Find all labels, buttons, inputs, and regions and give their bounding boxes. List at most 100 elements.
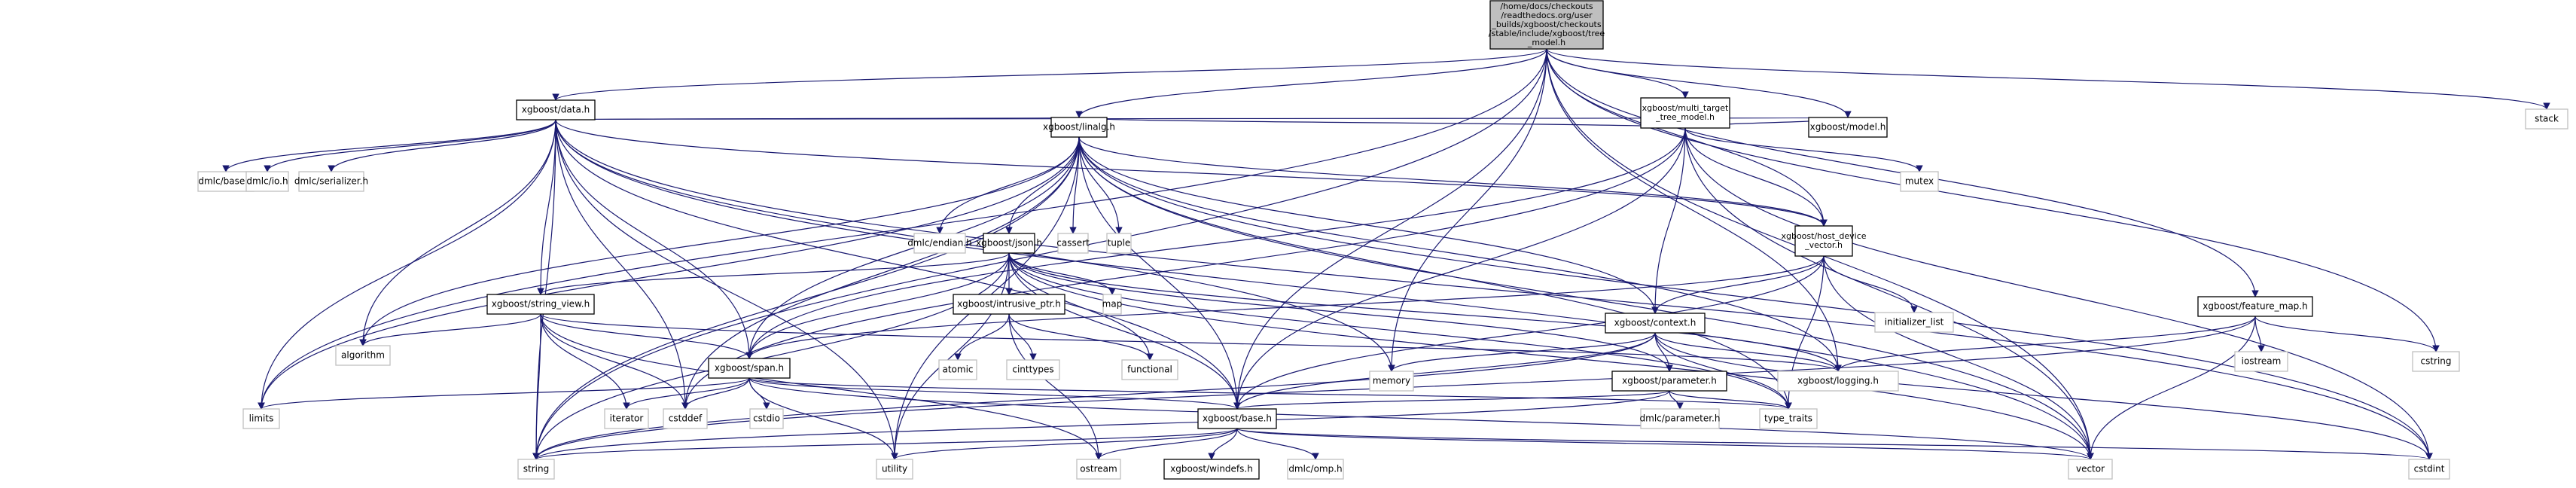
node-box [1808, 117, 1888, 138]
node-label: limits [249, 413, 274, 424]
node-featmap[interactable]: xgboost/feature_map.h [2197, 296, 2313, 317]
node-box [1076, 459, 1121, 480]
node-string: string [517, 459, 555, 480]
node-box [604, 408, 649, 429]
node-label: /home/docs/checkouts [1500, 2, 1593, 11]
node-label: dmlc/io.h [246, 176, 288, 187]
node-base[interactable]: xgboost/base.h [1197, 408, 1277, 429]
edge-context-to-memory [1388, 332, 1656, 372]
node-windefs[interactable]: xgboost/windefs.h [1163, 459, 1260, 480]
edge-root-to-stack [1546, 48, 2550, 110]
node-label: vector [2076, 464, 2105, 474]
edge-span-to-iterator [623, 377, 750, 410]
node-data[interactable]: xgboost/data.h [516, 99, 596, 120]
edge-param-to-base [1233, 390, 1670, 410]
edge-data-to-span [555, 119, 753, 359]
edge-json-to-vector [1008, 252, 2094, 460]
node-box [1605, 313, 1706, 334]
edge-json-to-span [745, 252, 1010, 359]
edge-base-to-string [532, 428, 1238, 460]
node-span[interactable]: xgboost/span.h [708, 358, 791, 379]
edge-json-to-param [1008, 252, 1673, 372]
edge-hdv-to-base [1233, 255, 1825, 410]
node-intr[interactable]: xgboost/intrusive_ptr.h [953, 294, 1065, 315]
edge-data-to-cstddef [555, 119, 689, 410]
edge-linalg-to-limits [258, 136, 1080, 410]
edge-hdv-to-initlist [1823, 255, 1918, 313]
node-label: xgboost/multi_target [1642, 103, 1729, 113]
node-strview[interactable]: xgboost/string_view.h [486, 294, 595, 315]
node-label: dmlc/endian.h [907, 238, 972, 249]
node-label: _model.h [1527, 38, 1565, 47]
edge-hdv-to-vector [1823, 255, 2094, 460]
edge-data-to-limits [258, 119, 556, 410]
node-param[interactable]: xgboost/parameter.h [1611, 371, 1727, 392]
node-box [2525, 108, 2568, 130]
edge-data-to-cstdint [555, 119, 2433, 460]
node-cstddef: cstddef [663, 408, 708, 429]
node-box [517, 459, 555, 480]
edge-linalg-to-algorithm [359, 136, 1080, 346]
node-label: mutex [1905, 176, 1934, 187]
node-context[interactable]: xgboost/context.h [1605, 313, 1706, 334]
node-iterator: iterator [604, 408, 649, 429]
node-box [1611, 371, 1727, 392]
edge-linalg-to-hdv [1078, 136, 1828, 227]
edge-data-to-model [555, 117, 1849, 125]
node-box [1900, 171, 1939, 192]
node-label: xgboost/base.h [1203, 413, 1272, 424]
node-tuple: tuple [1106, 233, 1132, 254]
edge-mttm-to-cstdint [1684, 127, 2433, 460]
edge-json-to-logging [1008, 252, 1842, 372]
node-box [1006, 359, 1060, 380]
node-model[interactable]: xgboost/model.h [1808, 117, 1888, 138]
node-linalg[interactable]: xgboost/linalg.h [1043, 117, 1115, 138]
node-label: dmlc/parameter.h [1640, 413, 1721, 424]
node-label: string [523, 464, 549, 474]
node-box [242, 408, 280, 429]
node-json[interactable]: xgboost/json.h [976, 233, 1042, 254]
node-box [1640, 408, 1720, 429]
edge-mttm-to-base [1233, 127, 1686, 410]
edge-root-to-model [1546, 48, 1852, 118]
node-dmlcser: dmlc/serializer.h [294, 171, 368, 192]
node-label: stack [2535, 114, 2559, 124]
node-box [1121, 359, 1178, 380]
edge-data-to-dmlcser [328, 119, 556, 172]
node-functional: functional [1121, 359, 1178, 380]
node-box [516, 99, 596, 120]
node-root[interactable]: /home/docs/checkouts/readthedocs.org/use… [1489, 0, 1605, 50]
node-label: cassert [1056, 238, 1090, 249]
node-hdv[interactable]: xgboost/host_device_vector.h [1781, 225, 1867, 257]
node-memory: memory [1369, 371, 1414, 392]
edge-data-to-dmlcio [264, 119, 556, 172]
node-label: ostream [1080, 464, 1117, 474]
node-label: xgboost/host_device [1781, 231, 1866, 241]
node-label: dmlc/base.h [198, 176, 253, 187]
edge-strview-to-iterator [540, 313, 630, 410]
edge-root-to-logging [1546, 48, 1842, 372]
node-mttm[interactable]: xgboost/multi_target_tree_model.h [1640, 97, 1730, 129]
node-box [1369, 371, 1414, 392]
node-omp: dmlc/omp.h [1287, 459, 1344, 480]
edge-linalg-to-string [532, 136, 1080, 460]
node-label: _builds/xgboost/checkouts [1491, 20, 1601, 29]
node-box [1489, 0, 1604, 50]
edge-base-to-vector [1236, 428, 2094, 460]
node-box [1287, 459, 1344, 480]
node-box [2197, 296, 2313, 317]
edge-context-to-logging [1654, 332, 1842, 372]
edge-mttm-to-cstddef [681, 127, 1686, 410]
node-label: xgboost/intrusive_ptr.h [957, 299, 1061, 310]
node-box [1102, 294, 1122, 315]
node-iostream: iostream [2234, 351, 2288, 372]
node-box [708, 358, 791, 379]
edge-param-to-dmlcparam [1669, 390, 1684, 410]
edge-data-to-base [555, 119, 1241, 410]
edge-data-to-utility [555, 119, 898, 460]
node-box [938, 359, 977, 380]
edge-context-to-string [532, 332, 1656, 460]
node-box [1163, 459, 1260, 480]
edge-span-to-utility [748, 377, 898, 460]
edge-base-to-windefs [1208, 428, 1238, 460]
